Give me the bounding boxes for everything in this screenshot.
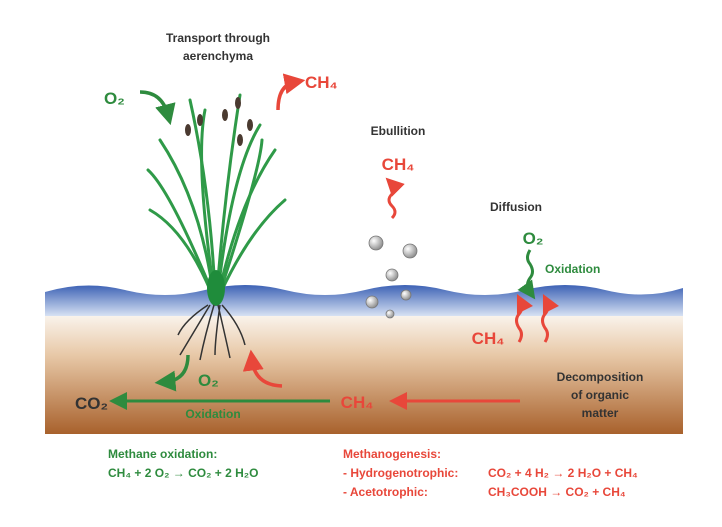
diffusion-o2-label: O₂ [523,229,544,248]
ch4-out-arrow-icon [276,73,306,111]
diffusion-title: Diffusion [490,200,542,214]
acetotrophic-formula: CH₃COOH → CO₂ + CH₄ [488,485,626,499]
root-o2-label: O₂ [198,371,219,390]
soil-layer [45,312,683,434]
transport-title-line1: Transport through [166,31,270,45]
diffusion-ch4-arrow-icon [541,293,560,343]
soil-oxidation-label: Oxidation [185,407,240,421]
diffusion-ch4-label: CH₄ [472,329,505,348]
methane-oxidation-title: Methane oxidation: [108,447,217,461]
acetotrophic-label: - Acetotrophic: [343,485,428,499]
roots-icon [177,304,246,361]
methane-oxidation-formula: CH₄ + 2 O₂ → CO₂ + 2 H₂O [108,466,258,480]
diffusion-oxidation-label: Oxidation [545,262,600,276]
co2-label: CO₂ [75,394,108,413]
rice-plant-icon [146,93,287,294]
o2-in-arrow-icon [139,90,176,126]
root-ch4-arrow-icon [242,349,283,388]
decomposition-line2: of organic [571,388,629,402]
diffusion-ch4-arrow-icon [515,293,534,343]
ebullition-arrow-icon [385,177,405,220]
bubbles-icon [365,235,418,319]
root-o2-arrow-icon [154,354,190,392]
transport-title-line2: aerenchyma [183,49,253,63]
decomposition-line1: Decomposition [557,370,644,384]
water-layer [45,285,683,316]
diffusion-o2-arrow-icon [517,249,536,300]
ebullition-title: Ebullition [371,124,426,138]
methanogenesis-title: Methanogenesis: [343,447,441,461]
decomposition-line3: matter [582,406,619,420]
plant-ch4-label: CH₄ [305,73,338,92]
seed-heads-icon [185,97,253,146]
soil-ch4-label: CH₄ [341,393,374,412]
plant-o2-label: O₂ [104,89,125,108]
hydrogenotrophic-formula: CO₂ + 4 H₂ → 2 H₂O + CH₄ [488,466,638,480]
ebullition-ch4-label: CH₄ [382,155,415,174]
plant-base [207,270,225,306]
hydrogenotrophic-label: - Hydrogenotrophic: [343,466,458,480]
